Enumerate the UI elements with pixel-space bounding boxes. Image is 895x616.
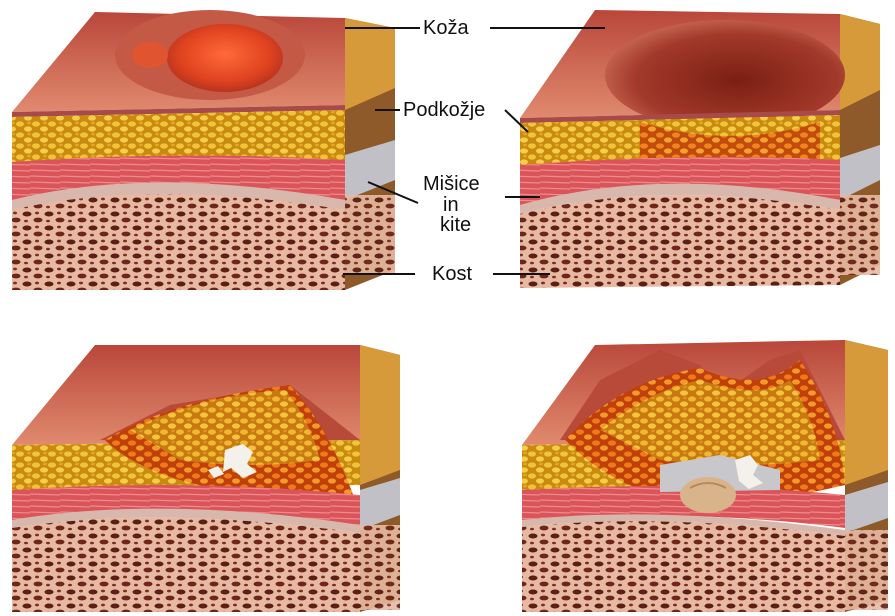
stage-1-block bbox=[12, 10, 395, 290]
label-skin: Koža bbox=[423, 18, 469, 38]
blister bbox=[167, 24, 283, 92]
stage-3-block bbox=[12, 345, 400, 612]
label-subcutis: Podkožje bbox=[403, 100, 485, 120]
label-muscle-line2: in bbox=[443, 195, 459, 215]
label-muscle-line3: kite bbox=[440, 215, 471, 235]
stage-2-block bbox=[520, 10, 880, 288]
label-bone: Kost bbox=[432, 264, 472, 284]
label-muscle-line1: Mišice bbox=[423, 174, 480, 194]
stage-4-block bbox=[522, 340, 888, 612]
subcutis-layer bbox=[12, 110, 345, 162]
bone-layer bbox=[12, 194, 345, 290]
